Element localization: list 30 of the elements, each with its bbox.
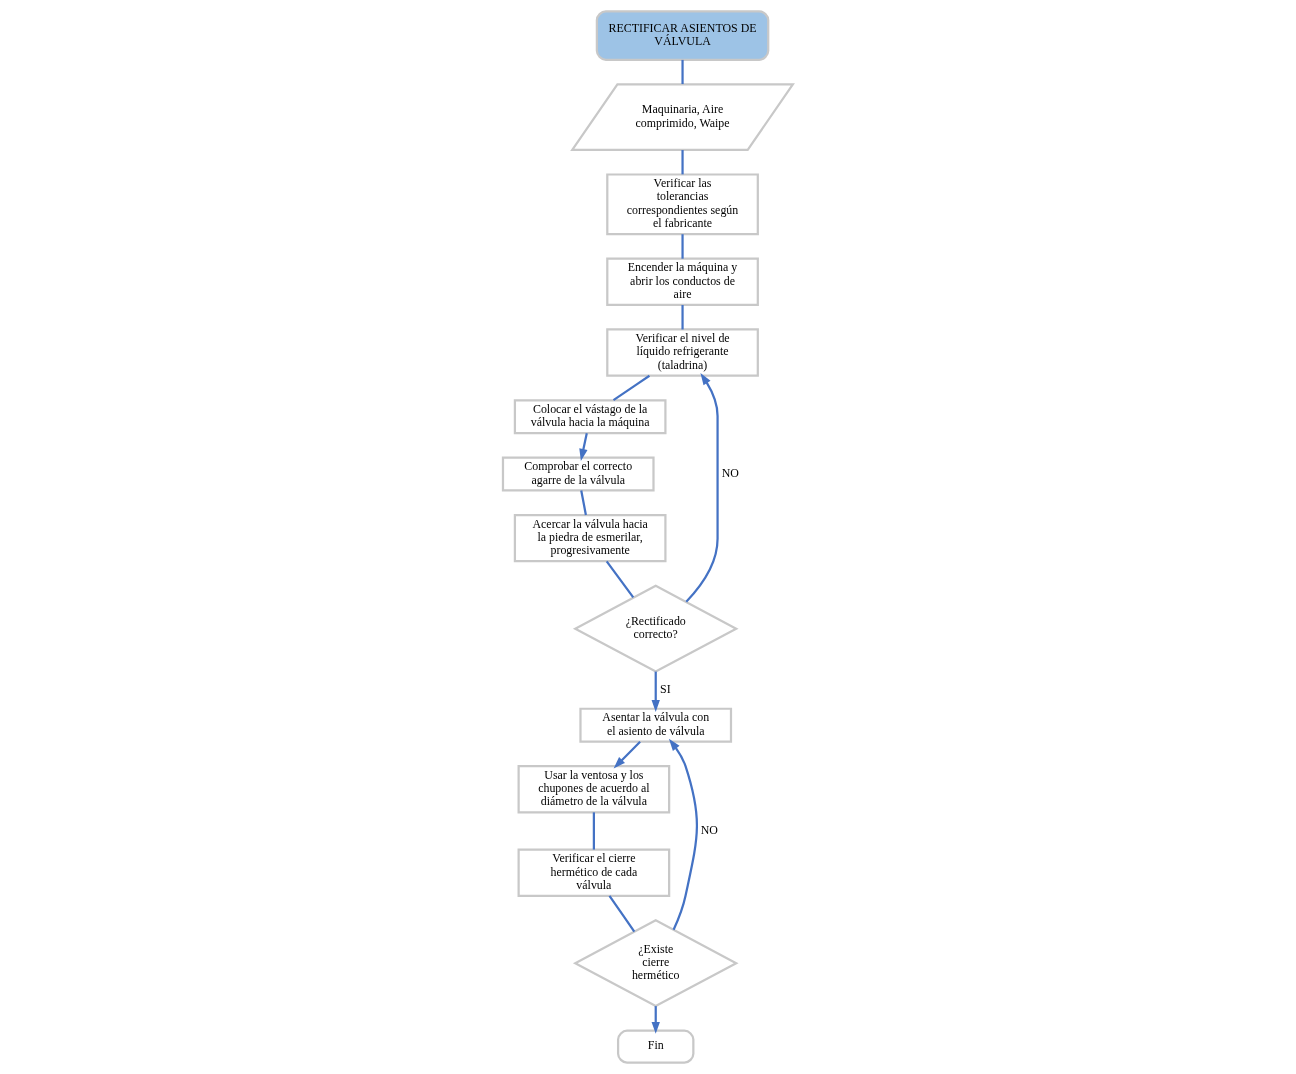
edge-label: NO	[700, 822, 718, 837]
node-box: Encender la máquina y abrir los conductos de aire	[606, 257, 759, 306]
connector	[681, 234, 684, 259]
node-box: Asentar la válvula con el asiento de válvula	[579, 707, 733, 743]
connector	[592, 812, 595, 850]
node-diamond: ¿Existe cierre hermético	[572, 919, 739, 1008]
arrow	[651, 671, 660, 713]
node-box: Acercar la válvula hacia la piedra de esmerilar, progresivamente	[513, 513, 667, 563]
node-box: Verificar el cierre hermético de cada válvula	[517, 848, 671, 897]
arrow	[579, 433, 588, 461]
node-box: Verificar el nivel de líquido refrigerante (taladrina)	[606, 328, 759, 377]
connector	[681, 305, 684, 330]
connector	[580, 490, 587, 516]
edge-label: SI	[660, 681, 671, 696]
connector	[612, 374, 651, 402]
arrow	[668, 738, 698, 931]
connector	[681, 150, 684, 175]
node-diamond: ¿Rectificado correcto?	[572, 584, 739, 673]
node-box: Comprobar el correcto agarre de la válvula	[501, 456, 655, 492]
arrow	[613, 740, 641, 769]
connector	[681, 59, 684, 85]
node-box: Colocar el vástago de la válvula hacia la máquina	[513, 399, 667, 435]
connector	[605, 560, 635, 599]
node-box: Fin	[617, 1029, 695, 1064]
node-box: Verificar las tolerancias correspondientes según el fabricante	[606, 173, 759, 236]
connector	[608, 895, 636, 933]
node-box: Usar la ventosa y los chupones de acuerdo al diámetro de la válvula	[517, 765, 671, 814]
arrow	[685, 372, 719, 603]
node-box: RECTIFICAR ASIENTOS DE VÁLVULA	[595, 10, 770, 61]
edge-label: NO	[721, 465, 739, 480]
